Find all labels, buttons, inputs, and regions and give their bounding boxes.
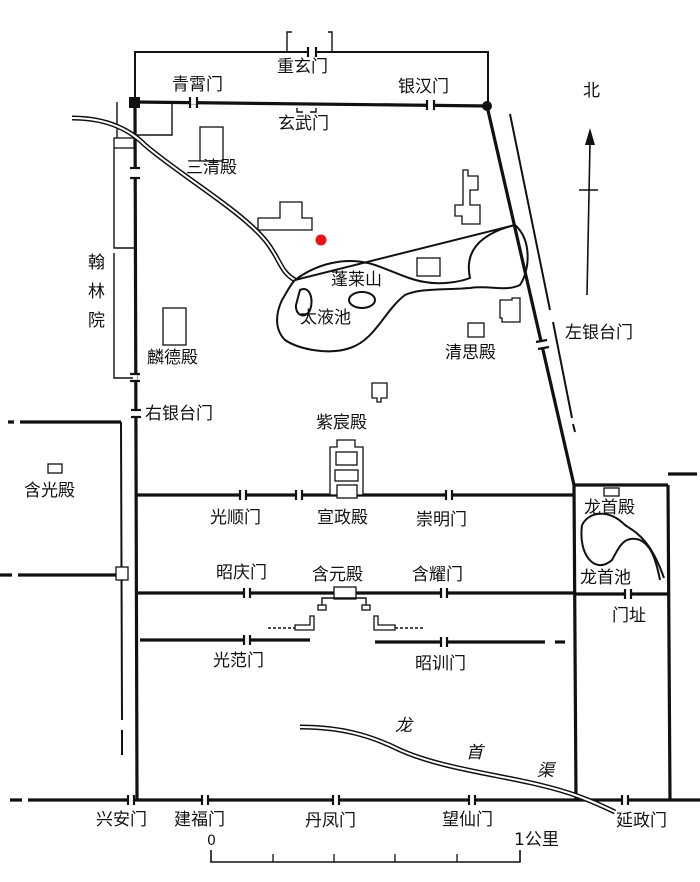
scale-bar [210, 850, 521, 863]
place-label-taiyechi: 太液池 [300, 308, 351, 328]
canal-label-char-1: 龙 [395, 716, 412, 736]
canal-longshou [299, 724, 617, 815]
place-label-penglaishan: 蓬莱山 [331, 270, 382, 290]
gate-label-hanyao: 含耀门 [412, 565, 463, 585]
north-wall [129, 97, 492, 111]
hall-label-longshou: 龙首殿 [584, 498, 635, 518]
gate-label-yanzheng: 延政门 [616, 811, 667, 831]
gate-label-zuoyintai: 左银台门 [565, 323, 633, 343]
gate-label-guangfan: 光范门 [213, 651, 264, 671]
gate-label-chongming: 崇明门 [416, 510, 467, 530]
gate-label-yinhan: 银汉门 [398, 77, 449, 97]
hall-label-sanqing: 三清殿 [186, 158, 237, 178]
place-label-hanlinyuan: 翰林院 [84, 253, 104, 340]
canal-label-char-3: 渠 [537, 761, 554, 781]
gate-label-youyintai: 右银台门 [145, 404, 213, 424]
gate-label-danfeng: 丹凤门 [305, 811, 356, 831]
longshou-enclosure [574, 472, 697, 801]
gate-label-guangshun: 光顺门 [210, 508, 261, 528]
canal-northwest [71, 115, 297, 283]
taiye-pond [276, 223, 529, 353]
hall-label-linde: 麟德殿 [147, 348, 198, 368]
gate-label-jianfu: 建福门 [174, 810, 225, 830]
gate-label-menzhi: 门址 [612, 606, 646, 626]
gate-label-chongxuan: 重玄门 [277, 57, 328, 77]
place-label-longshouchi: 龙首池 [580, 568, 631, 588]
gate-label-xuanwu: 玄武门 [278, 114, 329, 134]
canal-label-char-2: 首 [466, 743, 483, 763]
west-outer-wall [0, 419, 129, 755]
location-marker [315, 234, 327, 246]
hall-label-qingsi: 清思殿 [445, 343, 496, 363]
east-wall [485, 105, 578, 801]
gate-label-wangxian: 望仙门 [442, 810, 493, 830]
hall-label-hanguang: 含光殿 [24, 481, 75, 501]
scale-end-label: 1公里 [514, 830, 559, 850]
gate-label-zhaoxun: 昭训门 [415, 654, 466, 674]
gate-label-xingan: 兴安门 [96, 810, 147, 830]
hall-label-zichen: 紫宸殿 [316, 413, 367, 433]
scale-start-label: 0 [207, 833, 216, 849]
hanlin-enclosure [113, 101, 173, 379]
gate-label-zhaoqing: 昭庆门 [216, 563, 267, 583]
north-label: 北 [583, 81, 600, 101]
buildings [47, 126, 521, 631]
west-wall [133, 101, 139, 801]
gate-markers [126, 47, 633, 805]
north-arrow-icon [579, 128, 598, 296]
hall-label-hanyuan: 含元殿 [312, 565, 363, 585]
hall-label-xuanzheng: 宣政殿 [317, 508, 368, 528]
gate-label-qingxiao: 青霄门 [172, 75, 223, 95]
